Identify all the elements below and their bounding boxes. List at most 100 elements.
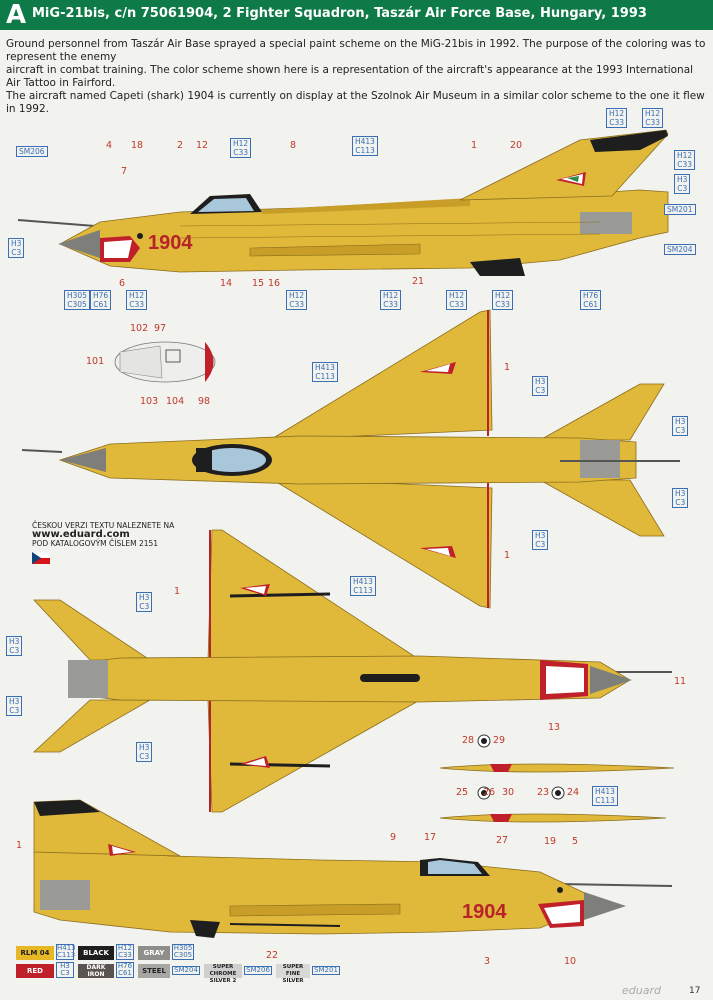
callout-number: 25 <box>456 787 469 798</box>
czech-note-website[interactable]: www.eduard.com <box>32 529 130 540</box>
color-code: C61 <box>583 300 598 309</box>
callout-number: 22 <box>266 950 279 961</box>
callout-number: 104 <box>166 396 185 407</box>
color-code: C3 <box>139 602 150 611</box>
color-code: H12 <box>383 291 399 300</box>
color-code: C3 <box>677 184 688 193</box>
callout-number: 21 <box>412 276 425 287</box>
legend-swatch: BLACK <box>78 946 114 960</box>
color-code: C305 <box>67 300 87 309</box>
color-code: H76 <box>583 291 599 300</box>
callout-number: 13 <box>548 722 561 733</box>
brand-logo: eduard <box>622 984 661 997</box>
color-code: C113 <box>315 372 335 381</box>
color-code: SM206 <box>19 147 45 156</box>
czech-note-line: POD KATALOGOVÝM ČÍSLEM 2151 <box>32 539 159 548</box>
color-code: C113 <box>595 796 615 805</box>
color-code: C33 <box>495 300 510 309</box>
page-number: 17 <box>689 986 701 996</box>
lower-plan-view <box>32 529 672 813</box>
color-code: H3 <box>675 489 686 498</box>
callout-number: 97 <box>154 323 167 334</box>
color-code: C33 <box>449 300 464 309</box>
legend-code: SM206 <box>244 966 272 975</box>
color-code: C113 <box>353 586 373 595</box>
color-code: C113 <box>355 146 375 155</box>
color-code: C3 <box>535 540 546 549</box>
top-number: 1904 <box>148 232 193 254</box>
color-code: H12 <box>645 109 661 118</box>
color-code: C33 <box>129 300 144 309</box>
callout-number: 103 <box>140 396 159 407</box>
description-line: The aircraft named Capeti (shark) 1904 i… <box>6 90 705 115</box>
color-code: H3 <box>9 697 20 706</box>
color-code: H12 <box>609 109 625 118</box>
nose-intake-detail <box>114 341 216 383</box>
legend-swatch: RED <box>16 964 54 978</box>
callout-number: 18 <box>131 140 144 151</box>
color-code: SM204 <box>667 245 693 254</box>
callout-number: 3 <box>484 956 491 967</box>
czech-note-line: ČESKOU VERZI TEXTU NALEZNETE NA <box>32 521 175 530</box>
legend-code: SM201 <box>312 966 340 975</box>
legend-swatch: GRAY <box>138 946 170 960</box>
color-code-box: SM204 <box>664 244 696 255</box>
color-code: H305 <box>67 291 87 300</box>
callout-number: 30 <box>502 787 515 798</box>
color-code: H12 <box>495 291 511 300</box>
color-code: H12 <box>233 139 249 148</box>
callout-number: 2 <box>177 140 184 151</box>
drop-tanks <box>439 734 675 823</box>
color-code: H413 <box>353 577 373 586</box>
color-code: C3 <box>11 248 22 257</box>
legend-swatch: SUPER FINE SILVER <box>276 964 310 984</box>
callout-number: 20 <box>510 140 523 151</box>
legend-swatch: SUPER CHROME SILVER 2 <box>204 964 242 984</box>
description-line: Ground personnel from Taszár Air Base sp… <box>6 38 706 63</box>
callout-number: 17 <box>424 832 437 843</box>
callout-number: 10 <box>564 956 577 967</box>
color-code: H3 <box>535 377 546 386</box>
color-code: H12 <box>129 291 145 300</box>
color-code: C33 <box>677 160 692 169</box>
color-code: C33 <box>233 148 248 157</box>
color-code: H3 <box>677 175 688 184</box>
description: Ground personnel from Taszár Air Base sp… <box>6 38 706 116</box>
callout-number: 101 <box>86 356 105 367</box>
side-profile-left: 1904 <box>17 129 669 276</box>
color-code: C3 <box>675 426 686 435</box>
color-code: C3 <box>675 498 686 507</box>
color-code: C3 <box>139 752 150 761</box>
color-code: H413 <box>315 363 335 372</box>
color-code: H3 <box>675 417 686 426</box>
callout-number: 23 <box>537 787 550 798</box>
color-code-box: SM206 <box>16 146 48 157</box>
czech-note: ČESKOU VERZI TEXTU NALEZNETE NA www.edua… <box>32 521 174 548</box>
callout-number: 1 <box>504 362 511 373</box>
color-code-box: SM201 <box>664 204 696 215</box>
color-code: H3 <box>11 239 22 248</box>
callout-number: 11 <box>674 676 687 687</box>
callout-number: 12 <box>196 140 209 151</box>
callout-number: 9 <box>390 832 397 843</box>
callout-number: 1 <box>471 140 478 151</box>
